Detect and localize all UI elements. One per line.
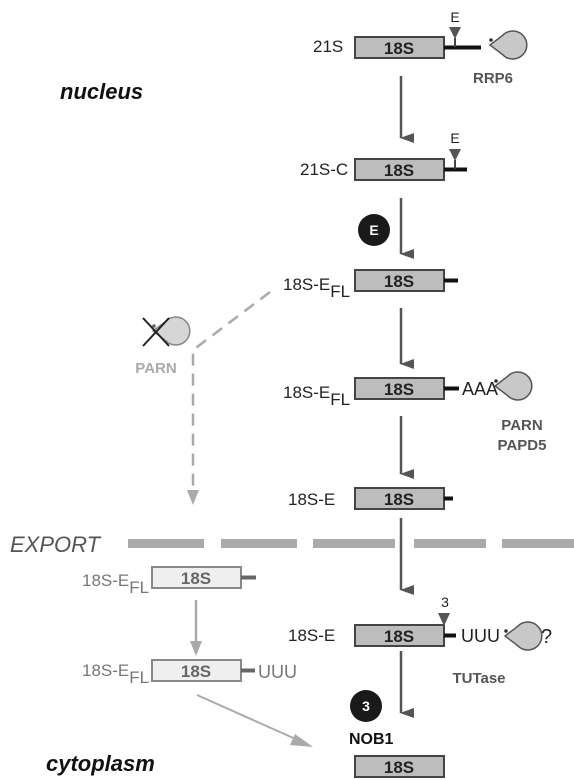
parn-inactive-icon (151, 316, 191, 346)
label-left-2-sub: FL (129, 668, 149, 687)
oligou-left-label: UUU (258, 662, 297, 682)
rna-box-label: 18S (181, 569, 211, 588)
precursor-21s: 21S 18S E RRP6 (313, 9, 528, 87)
label-efl-1-sub: FL (330, 282, 350, 301)
label-21s: 21S (313, 37, 343, 56)
rna-box-label: 18S (384, 380, 414, 399)
nob1-label: NOB1 (349, 731, 394, 748)
arrow-left-to-nob1 (196, 694, 301, 742)
precursor-18s-e-fl-adenylated: 18S-EFL 18S AAA PARN PAPD5 (283, 371, 547, 454)
tutase-label: TUTase (452, 670, 505, 687)
label-efl-2: 18S-EFL (283, 383, 350, 409)
rrp6-exonuclease-icon (488, 30, 528, 60)
precursor-18s-e-cytoplasmic: 18S-E 18S 3 UUU ? TUTase (288, 594, 552, 687)
label-left-1-main: 18S-E (82, 571, 129, 590)
rna-box-label: 18S (384, 272, 414, 291)
label-efl-2-sub: FL (330, 390, 350, 409)
label-21s-c: 21S-C (300, 160, 348, 179)
site-e-label-2: E (450, 130, 459, 146)
precursor-21s-c: 21S-C 18S E (300, 130, 467, 181)
rna-box-label: 18S (384, 758, 414, 777)
cleavage-site-e-marker (449, 27, 461, 39)
rna-box-label: 18S (384, 627, 414, 646)
rna-box-18s (354, 755, 445, 778)
site-e-label-1: E (450, 9, 459, 25)
cyto-18s-e-fl-uridylated: 18S-EFL 18S UUU (82, 659, 297, 687)
site-3-label: 3 (441, 594, 449, 610)
cytoplasm-label: cytoplasm (46, 751, 155, 776)
rna-box-label: 18S (384, 161, 414, 180)
arrow-left-cyto-head (190, 641, 202, 656)
label-left-2-main: 18S-E (82, 661, 129, 680)
badge-site-e-cleavage: E (358, 214, 390, 246)
label-efl-1: 18S-EFL (283, 275, 350, 301)
rrp6-label: RRP6 (473, 70, 513, 87)
parn-deadenylase-icon (493, 371, 533, 401)
dashed-export-arrow (191, 291, 271, 495)
parn-inactive-label: PARN (135, 360, 176, 377)
label-left-1: 18S-EFL (82, 571, 149, 597)
precursor-18s-e-nuclear: 18S-E 18S (288, 487, 453, 510)
label-18s-e-nuc: 18S-E (288, 490, 335, 509)
export-label: EXPORT (10, 532, 102, 557)
oligou-tail-label: UUU (461, 626, 500, 646)
parn-label: PARN (501, 417, 542, 434)
badge-site-3-cleavage: 3 (350, 690, 382, 722)
nucleus-label: nucleus (60, 79, 143, 104)
label-efl-1-main: 18S-E (283, 275, 330, 294)
label-efl-2-main: 18S-E (283, 383, 330, 402)
polya-tail-label: AAA (462, 379, 498, 399)
export-barrier: EXPORT (10, 532, 574, 557)
cleavage-site-e-marker (449, 149, 461, 161)
rna-box-label: 18S (384, 490, 414, 509)
papd5-label: PAPD5 (498, 437, 547, 454)
badge-e-text: E (369, 222, 378, 238)
dashed-arrow-head (187, 490, 199, 505)
cyto-18s-e-fl-1: 18S-EFL 18S (82, 566, 256, 597)
label-left-1-sub: FL (129, 578, 149, 597)
parn-inactivated: PARN (135, 316, 191, 377)
rna-box-label: 18S (384, 39, 414, 58)
arrow-left-to-nob1-head (290, 734, 313, 747)
label-18s-e-cyt: 18S-E (288, 626, 335, 645)
rna-box-label: 18S (181, 662, 211, 681)
precursor-18s-e-fl-1: 18S-EFL 18S (283, 269, 458, 301)
mature-18s: 18S (354, 755, 445, 778)
cleavage-site-3-marker (438, 613, 450, 626)
unknown-exonuclease-icon (503, 621, 543, 651)
unknown-enzyme-mark: ? (541, 626, 552, 648)
badge-3-text: 3 (362, 698, 370, 714)
label-left-2: 18S-EFL (82, 661, 149, 687)
